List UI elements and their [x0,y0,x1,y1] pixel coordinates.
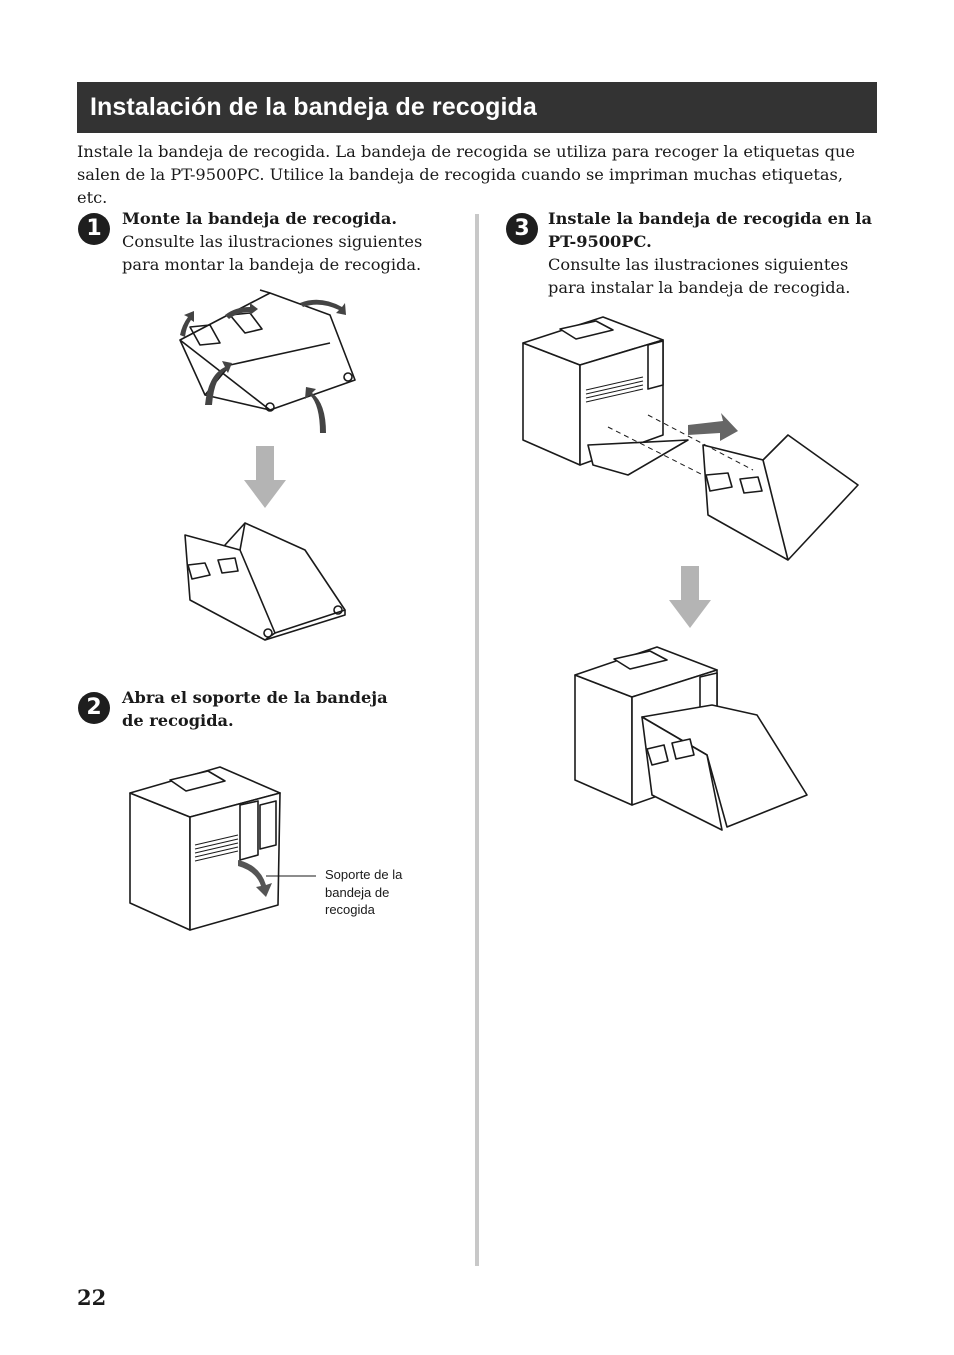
intro-paragraph: Instale la bandeja de recogida. La bande… [77,142,855,207]
printer-open-support-illustration [129,766,281,931]
section-title: Instalación de la bandeja de recogida [90,93,537,121]
step-1-body: Consulte las ilustraciones siguientes pa… [122,232,423,274]
column-divider [475,214,479,1266]
page-number: 22 [77,1285,107,1310]
step-2-number: 2 [78,692,110,724]
down-arrow-icon [244,446,286,508]
step-3-number: 3 [506,213,538,245]
step-2-heading: Abra el soporte de la bandeja de recogid… [122,688,388,730]
down-arrow-icon [669,566,711,628]
step-3-body: Consulte las ilustraciones siguientes pa… [548,255,851,297]
callout-leader-line [266,875,316,877]
step-2-text: Abra el soporte de la bandeja de recogid… [122,686,412,732]
step-1-number: 1 [78,213,110,245]
callout-label: Soporte de la bandeja de recogida [325,867,403,917]
step-1-heading: Monte la bandeja de recogida. [122,209,397,228]
tray-assembled-illustration [184,522,346,641]
tray-unfolded-illustration [179,289,356,433]
printer-tray-installed-illustration [574,646,808,831]
step-1-text: Monte la bandeja de recogida. Consulte l… [122,207,447,276]
step-3-text: Instale la bandeja de recogida en la PT-… [548,207,878,299]
section-title-bar: Instalación de la bandeja de recogida [77,82,877,133]
printer-insert-tray-illustration [522,316,859,561]
step-3-heading: Instale la bandeja de recogida en la PT-… [548,209,872,251]
